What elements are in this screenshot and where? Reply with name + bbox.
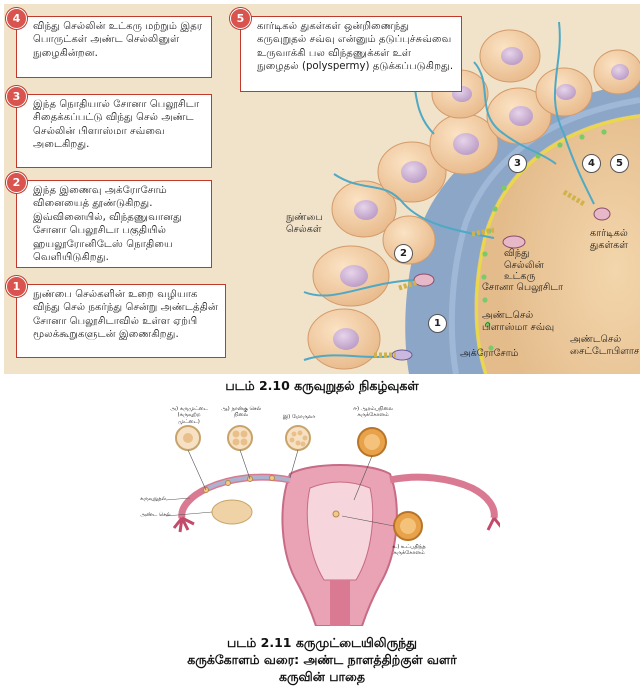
fimbriae-left — [172, 516, 195, 533]
label-ovum: அண்ட செல் — [140, 512, 171, 518]
stage-four-cell — [227, 425, 253, 451]
stage-morula — [285, 425, 311, 451]
step-text-3: இந்த நொதியால் சோனா பெலூசிடா சிதைக்கப்பட்… — [33, 99, 200, 151]
step-box-3: 3 இந்த நொதியால் சோனா பெலூசிடா சிதைக்கப்ப… — [6, 86, 212, 168]
fallopian-tube-right — [389, 473, 498, 519]
fertilization-diagram: 4 விந்து செல்லின் உட்கரு மற்றும் இதர பொர… — [4, 4, 640, 374]
step-number-4: 4 — [6, 8, 27, 29]
marker-4: 4 — [582, 154, 601, 173]
label-zona-pellucida: சோனா பெலூசிடா — [482, 282, 564, 293]
caption-figure-2-11: படம் 2.11 கருமுட்டையிலிருந்து கருக்கோளம்… — [0, 634, 644, 685]
step-box-2: 2 இந்த இணைவு அக்ரோசோம் வினையைத் தூண்டுகி… — [6, 172, 212, 268]
step-box-4: 4 விந்து செல்லின் உட்கரு மற்றும் இதர பொர… — [6, 8, 212, 78]
connector-lines — [165, 449, 395, 527]
label-stage-implanted: உ) உட்பதிந்த கருக்கோளம் — [392, 544, 426, 557]
label-follicle-cells: நுண்பை செல்கள் — [286, 212, 323, 235]
follicle-cells — [307, 29, 640, 370]
sperm-tails — [303, 21, 595, 361]
marker-2: 2 — [394, 244, 413, 263]
step-text-1: நுண்பை செல்களின் உறை வழியாக விந்து செல் … — [33, 289, 218, 341]
fertilization-illustration — [303, 21, 640, 374]
step-number-2: 2 — [6, 172, 27, 193]
marker-3: 3 — [508, 154, 527, 173]
label-stage-morula: இ) மோருலா — [282, 414, 316, 420]
step-text-4: விந்து செல்லின் உட்கரு மற்றும் இதர பொருட… — [33, 21, 203, 59]
label-egg-cytoplasm: அண்டசெல் சைட்டோபிளாசம் — [570, 334, 640, 357]
stage-implanted-blastocyst — [393, 511, 423, 541]
cervix — [330, 580, 350, 626]
label-egg-plasma-membrane: அண்டசெல் பிளாஸ்மா சவ்வு — [482, 310, 555, 333]
egg-plasma-membrane — [475, 114, 640, 374]
step-number-1: 1 — [6, 276, 27, 297]
zona-receptors — [374, 189, 586, 358]
fimbriae-right — [486, 517, 504, 531]
uterus-illustration — [165, 425, 504, 627]
label-cortical-granules: கார்டிகல் துகள்கள் — [590, 228, 628, 251]
label-fertilization: கருவுறுதல் — [140, 496, 167, 502]
embryo-path-dots — [203, 475, 340, 518]
label-stage-zygote: அ) கருமுட்டை (கருவுற்ற முட்டை) — [170, 406, 208, 425]
marker-5: 5 — [610, 154, 629, 173]
step-box-1: 1 நுண்பை செல்களின் உறை வழியாக விந்து செல… — [6, 276, 226, 358]
label-stage-blastocyst: ஈ) ஆரம்பநிலை கருக்கோளம் — [353, 406, 393, 419]
embryo-path-diagram: அ) கருமுட்டை (கருவுற்ற முட்டை) ஆ) நான்கு… — [140, 404, 504, 627]
stage-zygote — [175, 425, 201, 451]
caption-figure-2-10: படம் 2.10 கருவுறுதல் நிகழ்வுகள் — [225, 378, 419, 393]
caption-2-11-line-1: படம் 2.11 கருமுட்டையிலிருந்து — [226, 635, 418, 650]
uterine-cavity — [306, 481, 374, 581]
ovary-left — [211, 499, 253, 525]
step-number-5: 5 — [230, 8, 251, 29]
step-box-5: 5 கார்டிகல் துகள்கள் ஒன்றிணைந்து கருவுறு… — [230, 8, 462, 92]
label-stage-four-cell: ஆ) நான்கு செல் நிலை — [220, 406, 262, 419]
caption-2-11-line-2: கருக்கோளம் வரை: அண்ட நாளத்திற்குள் வளர் — [187, 652, 457, 667]
label-sperm-nucleus: விந்து செல்லின் உட்கரு — [504, 248, 544, 282]
label-acrosome: அக்ரோசோம் — [460, 348, 519, 359]
zona-pellucida — [405, 82, 640, 374]
marker-1: 1 — [428, 314, 447, 333]
sperm-heads — [391, 207, 611, 361]
stage-blastocyst — [357, 427, 387, 457]
step-text-2: இந்த இணைவு அக்ரோசோம் வினையைத் தூண்டுகிறத… — [33, 185, 183, 264]
step-text-5: கார்டிகல் துகள்கள் ஒன்றிணைந்து கருவுறுதல… — [257, 21, 454, 73]
step-number-3: 3 — [6, 86, 27, 107]
caption-2-11-line-3: கருவின் பாதை — [278, 669, 366, 684]
